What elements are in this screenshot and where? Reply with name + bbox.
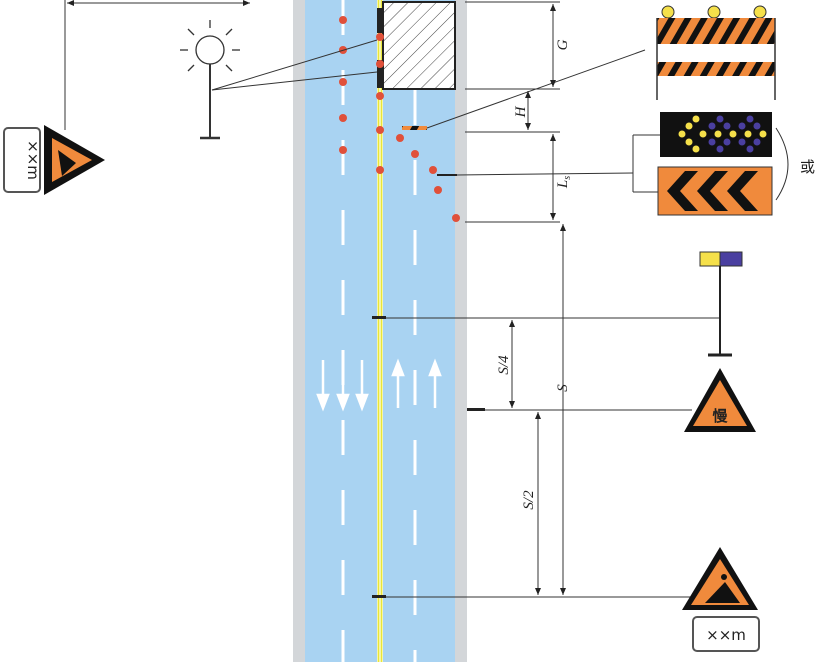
road-work-sign-icon [682,547,758,610]
label-g: G [555,39,571,50]
dimension-lines [64,0,720,598]
label-or: 或 [800,158,815,176]
warning-light-icon [180,20,240,140]
traffic-cones [339,16,460,222]
lane-arrows [316,358,442,412]
slow-sign: 慢 [684,368,756,432]
label-s-half: S/2 [521,490,537,510]
label-ls-subscript: s [562,176,573,180]
chevron-sign-icon [657,166,773,216]
distance-plate-left: ××m [3,127,42,193]
road [293,0,467,662]
label-s-quarter: S/4 [496,355,512,375]
label-h: H [513,105,529,118]
slow-sign-text: 慢 [712,407,728,425]
label-s: S [555,384,571,392]
arrow-board-marker [437,174,457,176]
distance-plate-text: ××m [24,140,42,180]
work-area [382,1,456,90]
dimension-labels: G H Ls S/4 S S/2 [496,39,573,509]
barrier-icon [656,5,776,100]
label-ls: L [555,180,571,189]
or-bracket [775,127,789,201]
svg-text:Ls: Ls [555,176,573,189]
distance-plate-bottom: ××m [692,616,760,652]
distance-plate-bottom-text: ××m [706,626,746,644]
flag-post-icon [699,251,743,357]
small-barrier [402,126,427,130]
road-work-sign-left-icon [44,125,105,195]
arrow-board-icon [660,112,772,157]
